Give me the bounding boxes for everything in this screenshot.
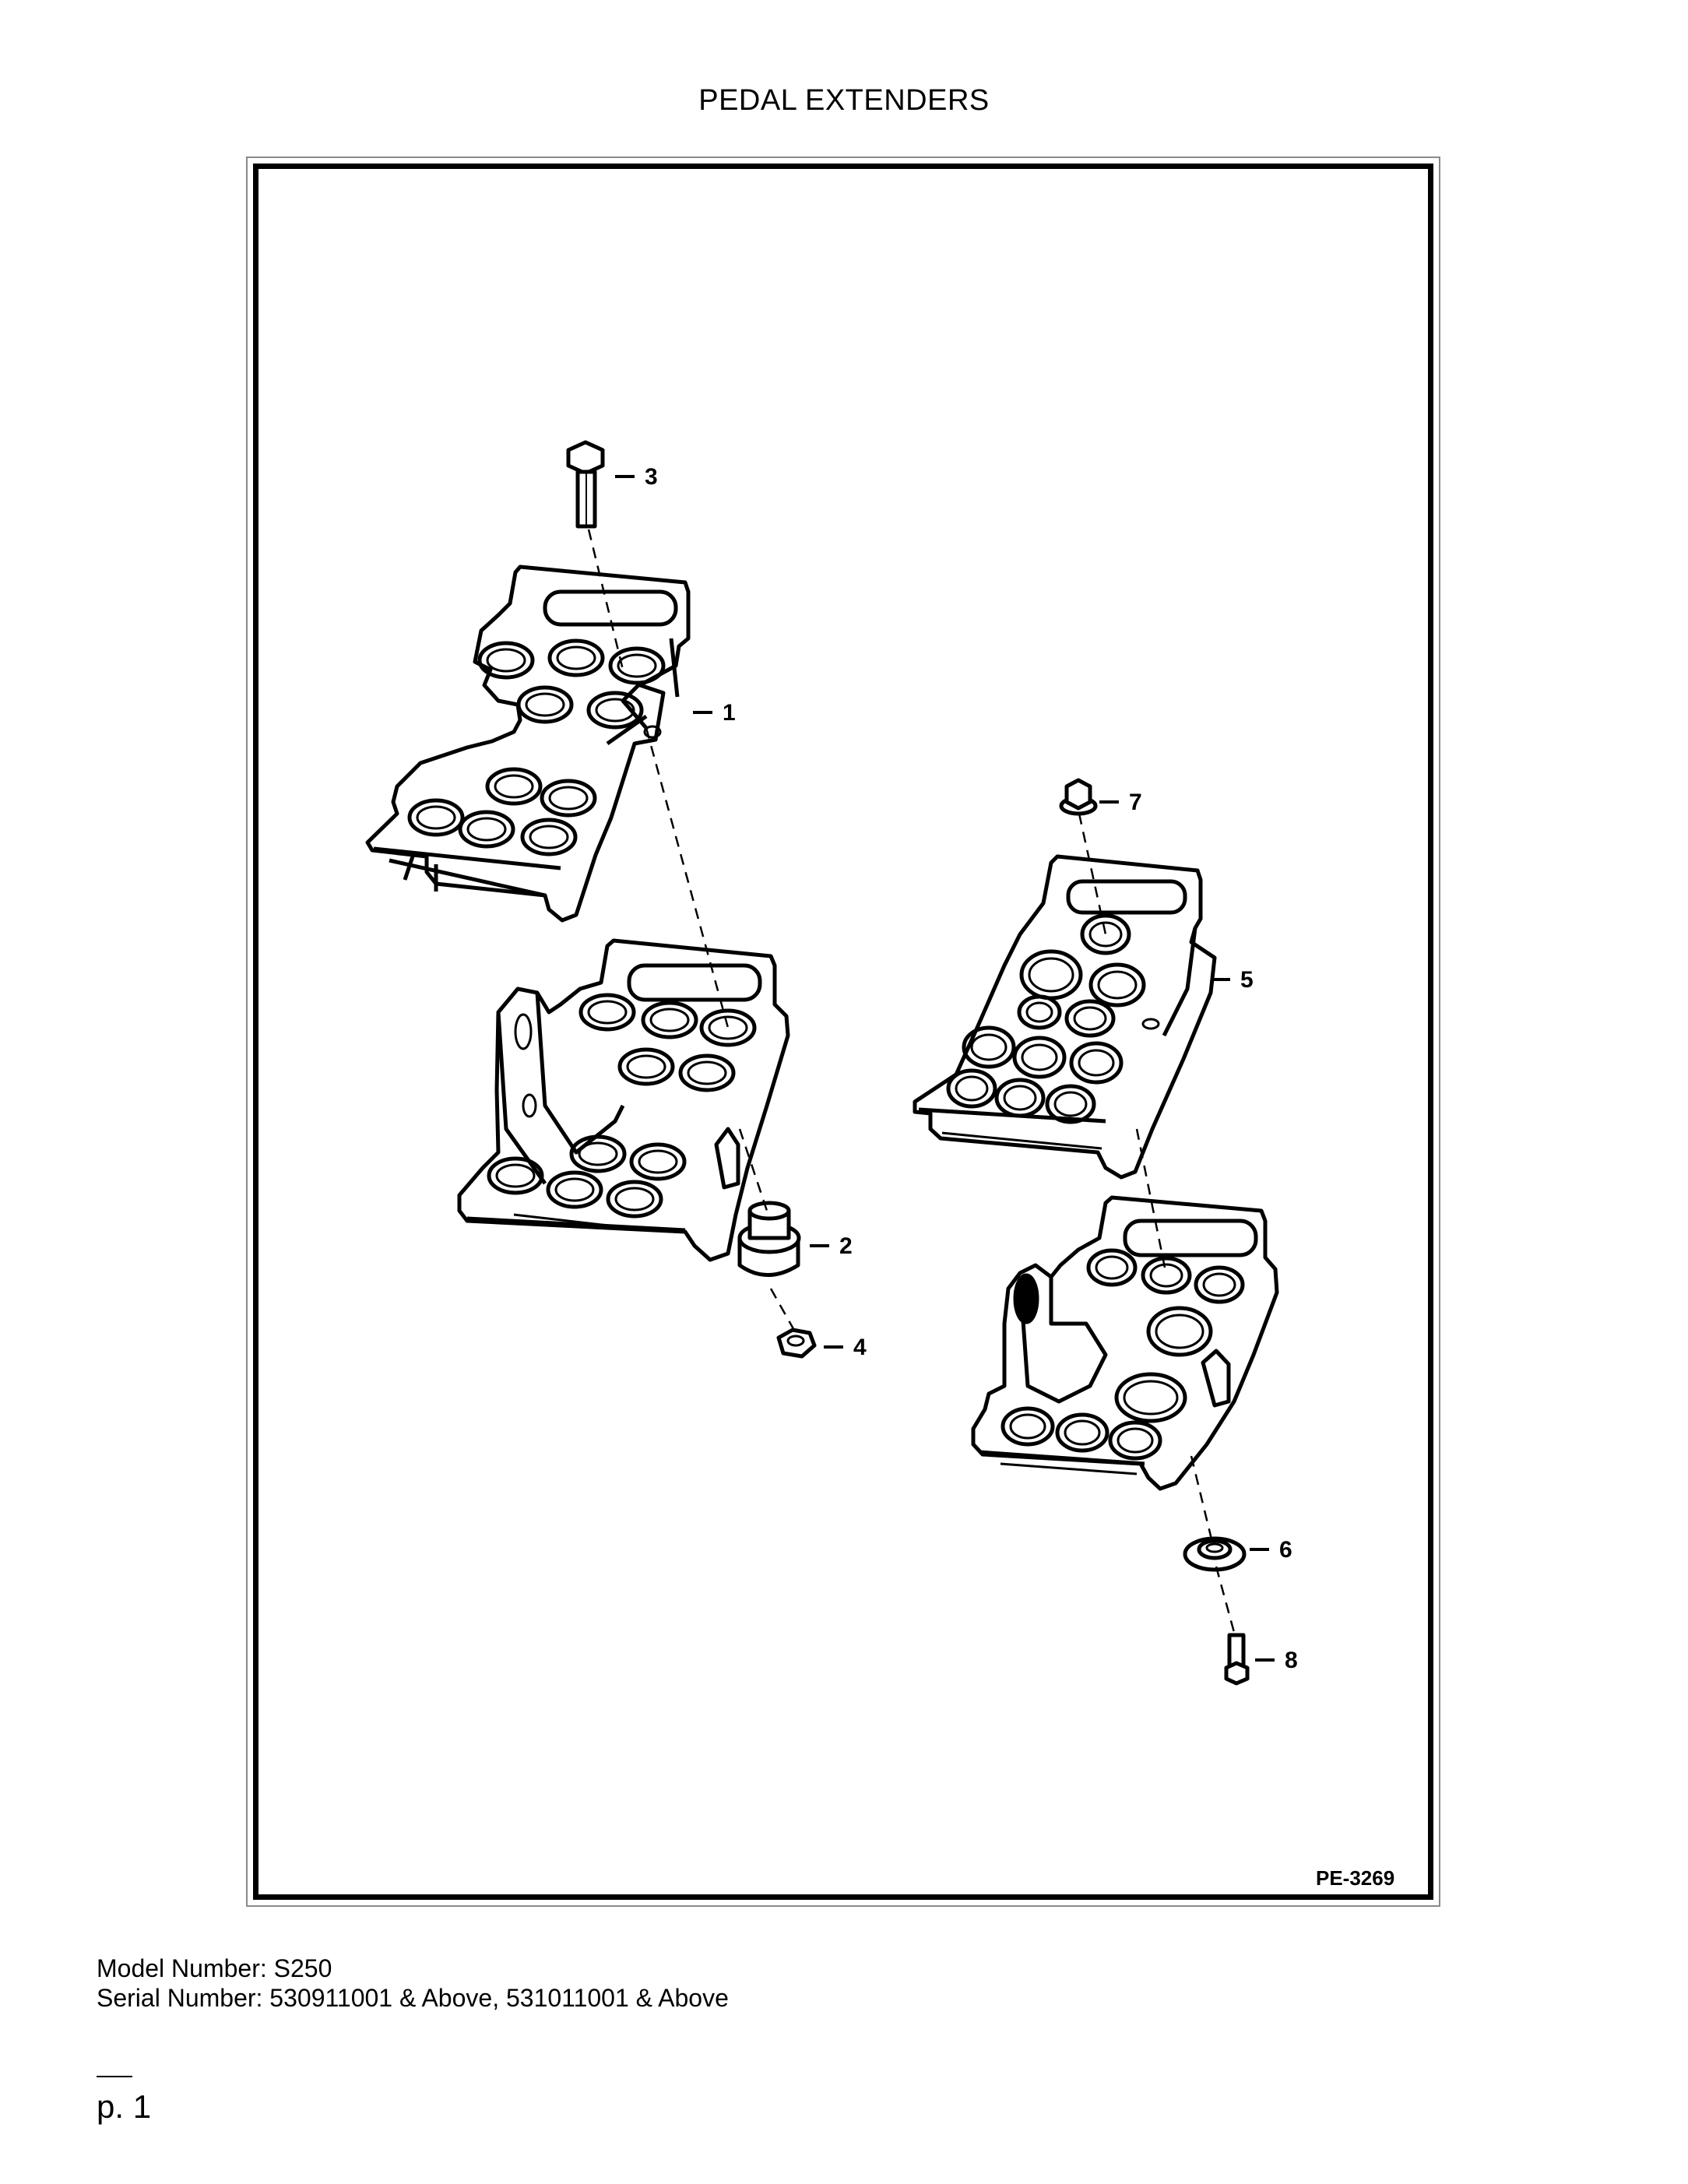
part-5-pedal-extender [913,854,1217,1180]
part-2-spacer [737,1201,801,1277]
footer-rule [97,2076,132,2077]
callout-3: 3 [645,464,658,490]
callout-4: 4 [853,1335,867,1360]
part-7-flange-nut [1059,778,1098,816]
callout-2: 2 [839,1233,853,1259]
figure-frame-outer [246,157,1440,1907]
left-pedal [457,938,790,1262]
part-6-washer [1183,1536,1247,1572]
page-number: p. 1 [97,2088,152,2125]
callout-6: 6 [1279,1537,1292,1563]
callout-5: 5 [1240,967,1254,993]
model-number: Model Number: S250 [97,1954,332,1982]
page-title: PEDAL EXTENDERS [698,84,990,117]
figure-frame-inner [253,164,1433,1900]
callout-8: 8 [1285,1648,1298,1673]
part-1-pedal-extender [365,564,691,923]
figure-code: PE-3269 [1316,1866,1395,1890]
callout-7: 7 [1129,790,1142,815]
callout-1: 1 [723,700,736,726]
part-4-nut [776,1328,817,1359]
part-3-bolt [566,440,605,529]
part-8-bolt [1224,1633,1250,1686]
serial-number: Serial Number: 530911001 & Above, 531011… [97,1984,729,2012]
right-pedal [971,1195,1279,1491]
